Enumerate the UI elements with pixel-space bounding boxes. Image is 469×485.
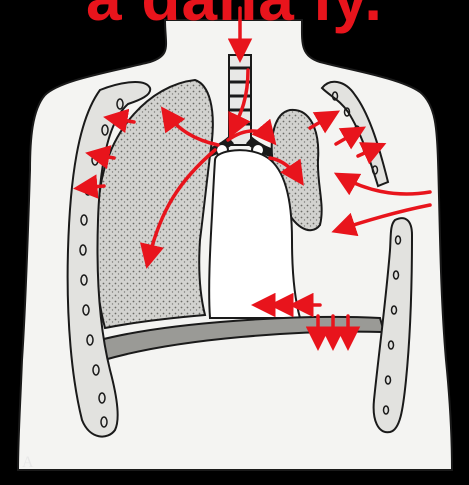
header-text: a dana ly. (0, 0, 469, 30)
arrow-wall-left-3 (80, 186, 104, 188)
panel-label: A (22, 454, 34, 472)
